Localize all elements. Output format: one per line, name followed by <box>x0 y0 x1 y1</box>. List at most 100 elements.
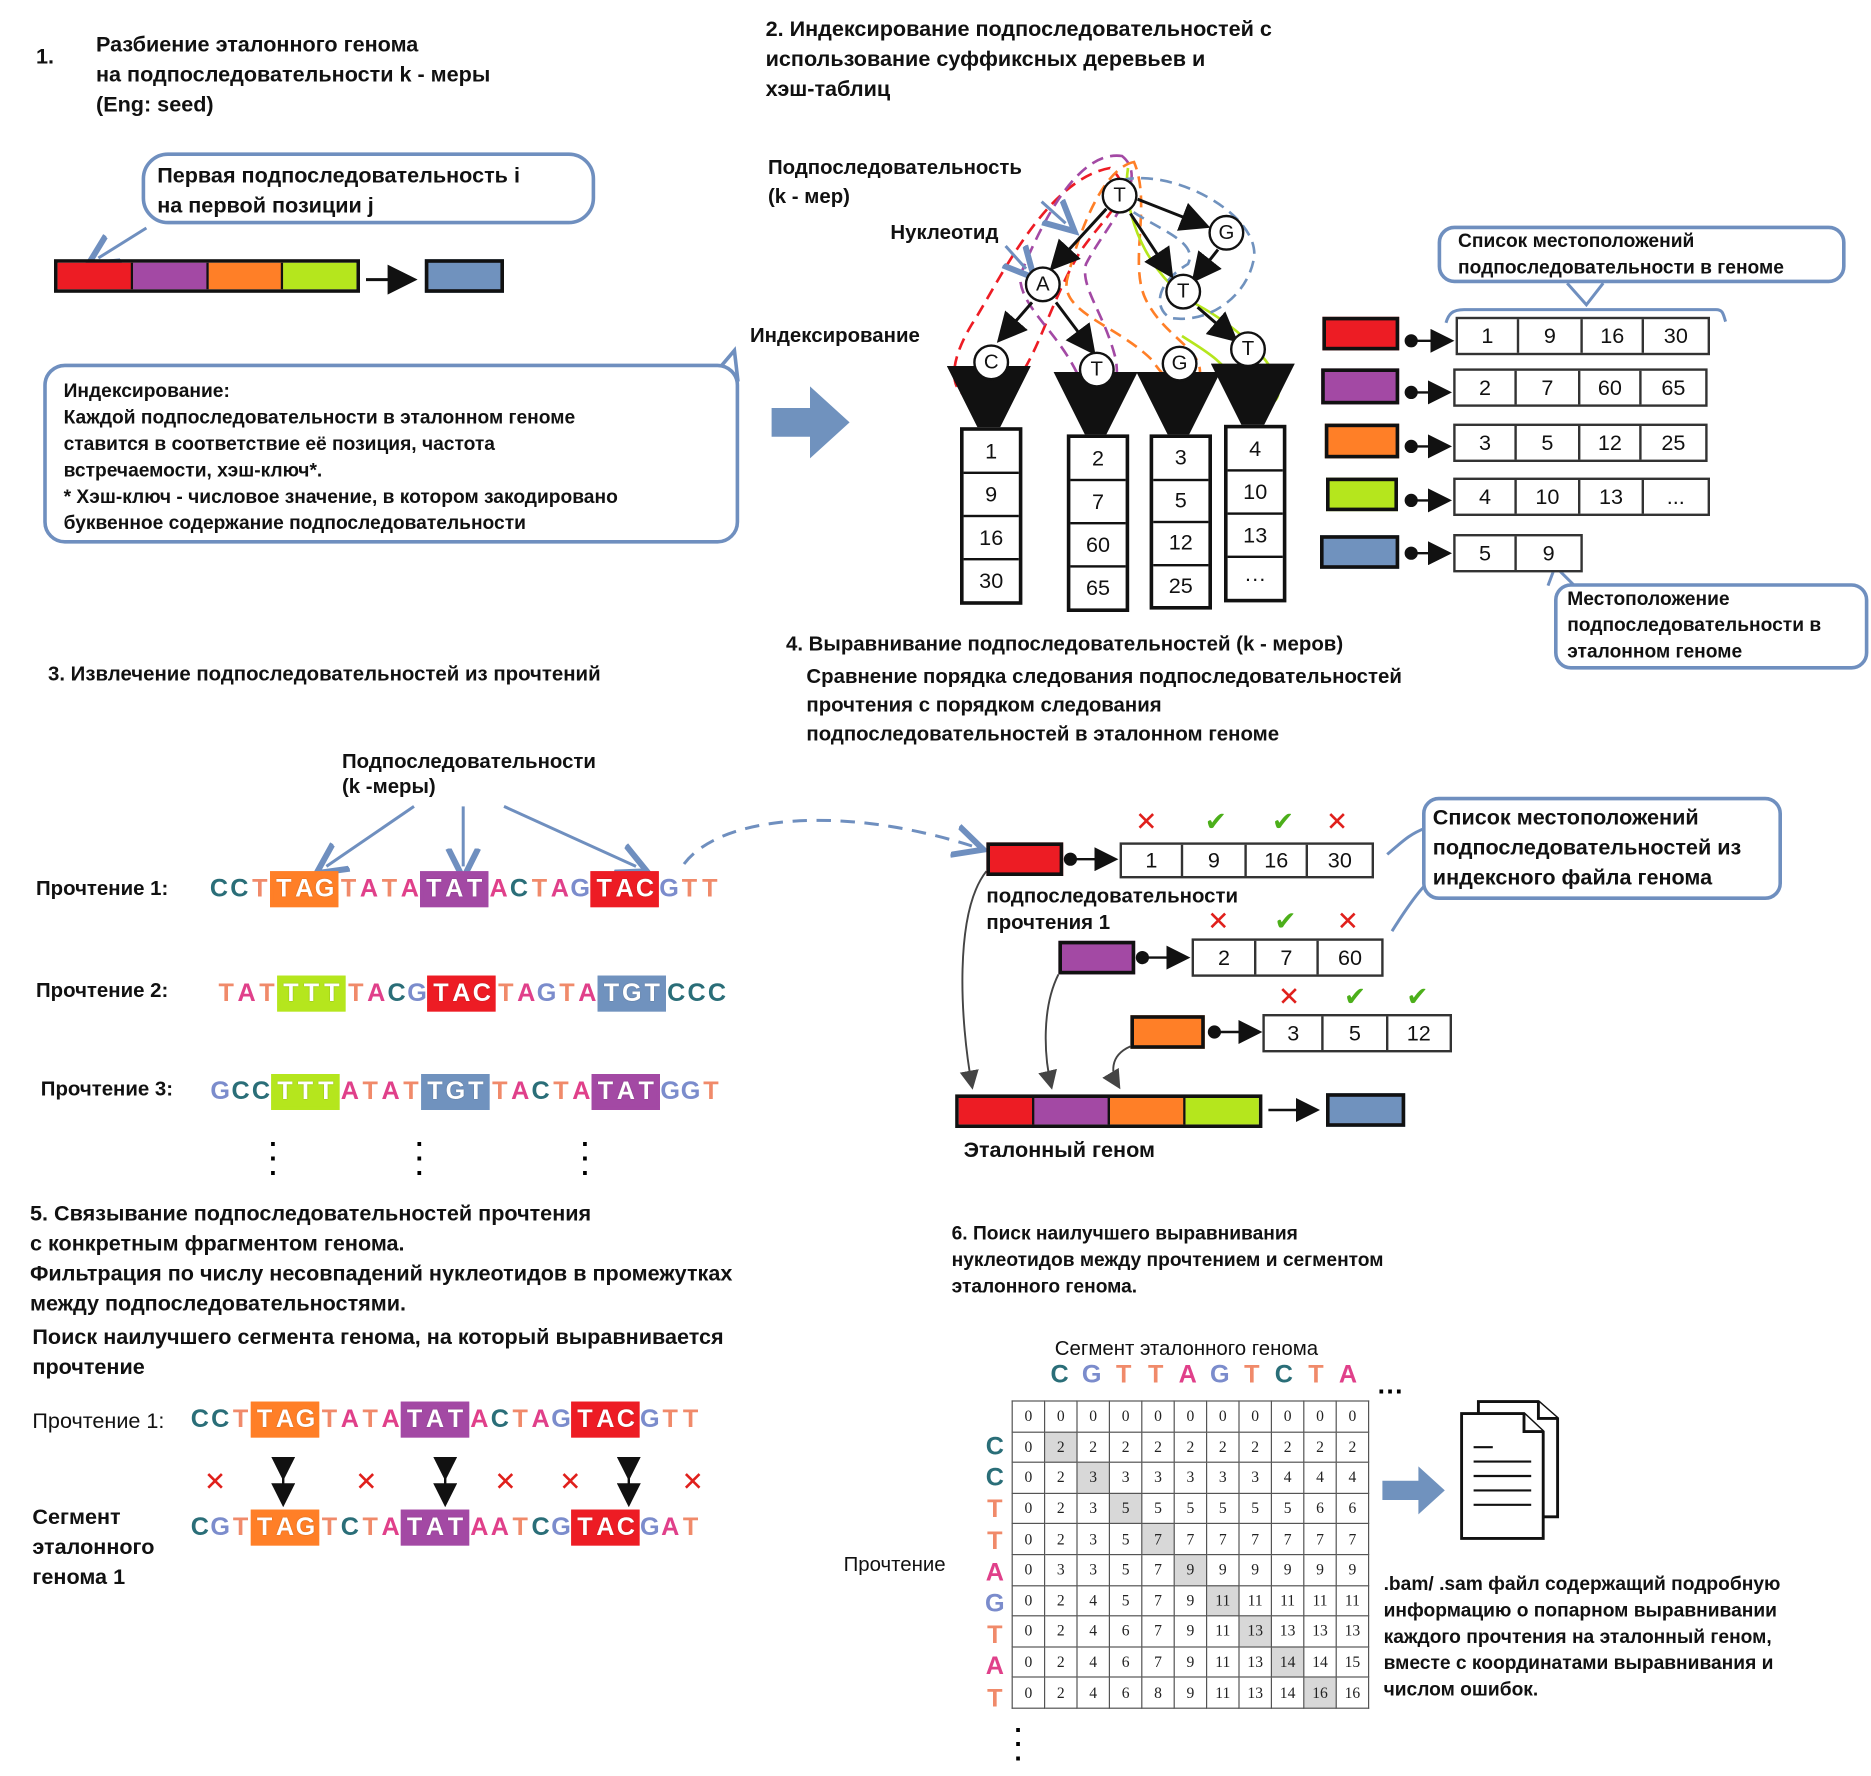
hash-row-green: 4 10 13 ... <box>1453 477 1711 516</box>
ellipsis-vertical: ··· <box>415 1129 425 1188</box>
section1-number: 1. <box>36 44 55 69</box>
matrix-cell: 0 <box>1044 1400 1078 1433</box>
document-icon <box>1460 1400 1560 1540</box>
segment-nucleotide: T <box>1115 1360 1132 1389</box>
nucleotide: A <box>400 874 419 903</box>
nucleotide: A <box>572 1077 591 1106</box>
nucleotide: T <box>232 1513 249 1541</box>
nucleotide: T <box>492 1077 508 1106</box>
nucleotide: C <box>190 1513 209 1541</box>
hash-key-purple <box>1321 368 1400 405</box>
matrix-cell: 0 <box>1206 1400 1240 1433</box>
nucleotide: A <box>381 1077 400 1106</box>
segment-nucleotide: T <box>1244 1360 1260 1389</box>
callout-first-kmer: Первая подпоследовательность i на первой… <box>141 152 596 225</box>
nucleotide: G <box>407 979 427 1007</box>
nucleotide: T <box>512 1513 528 1541</box>
matrix-cell: 3 <box>1108 1461 1143 1494</box>
matrix-cell: 0 <box>1108 1400 1143 1433</box>
read3-label: Прочтение 3: <box>40 1077 174 1101</box>
read-kmer-orange <box>1130 1015 1205 1049</box>
matrix-cell: 9 <box>1303 1553 1337 1586</box>
read-axis-label: Прочтение <box>843 1552 946 1576</box>
section3-title: 3. Извлечение подпоследовательностей из … <box>48 662 601 686</box>
nucleotide: A <box>661 1513 680 1541</box>
nucleotide: C <box>509 874 529 903</box>
nucleotide: A <box>489 874 508 903</box>
matrix-cell: 2 <box>1044 1676 1078 1709</box>
genome-pointers <box>959 870 1131 1090</box>
nucleotide: A <box>578 979 597 1007</box>
nucleotide: G <box>621 979 642 1007</box>
nucleotide: A <box>425 1405 445 1433</box>
nucleotide: T <box>256 1513 273 1541</box>
nucleotide: G <box>639 1513 660 1541</box>
matrix-cell: 11 <box>1206 1615 1240 1648</box>
nucleotide: A <box>470 1405 489 1433</box>
matrix-cell: 5 <box>1108 1553 1143 1586</box>
segment-label: Сегмент эталонного генома <box>1054 1336 1319 1360</box>
read-nucleotide: T <box>987 1495 1003 1524</box>
matrix-cell: 9 <box>1173 1646 1208 1679</box>
matrix-cell: 9 <box>1238 1553 1273 1586</box>
matrix-cell: 7 <box>1238 1523 1273 1556</box>
nucleotide: A <box>490 1513 509 1541</box>
nucleotide: A <box>470 1513 489 1541</box>
mismatch-cross-icon: ✕ <box>559 1466 582 1497</box>
matrix-cell: 6 <box>1108 1676 1143 1709</box>
nucleotide: G <box>570 874 591 903</box>
read1-label: Прочтение 1: <box>36 877 169 901</box>
matrix-cell: 0 <box>1011 1431 1046 1464</box>
matrix-cell: 11 <box>1206 1584 1240 1617</box>
matrix-cell: 0 <box>1011 1584 1046 1617</box>
read-nucleotide: T <box>987 1527 1003 1555</box>
nucleotide: T <box>259 979 275 1007</box>
tree-leaf-list-2: 2 7 60 65 <box>1066 434 1130 612</box>
nucleotide: C <box>231 1077 250 1106</box>
s5-segment-label: Сегмент эталонного генома 1 <box>32 1504 155 1589</box>
hash-key-green <box>1326 477 1398 512</box>
nucleotide: A <box>425 1513 445 1541</box>
nucleotide: T <box>512 1405 528 1433</box>
matrix-cell: 5 <box>1108 1492 1143 1525</box>
matrix-cell: 13 <box>1270 1615 1305 1648</box>
genome-bar-s4 <box>955 1094 1263 1128</box>
nucleotide: A <box>367 979 386 1007</box>
nucleotide: G <box>551 1513 571 1541</box>
ellipsis-vertical: ··· <box>581 1129 590 1188</box>
nucleotide: A <box>237 979 256 1007</box>
genome-segment-orange <box>1110 1098 1186 1125</box>
nucleotide: T <box>381 874 398 903</box>
section1-title: Разбиение эталонного генома на подпослед… <box>96 32 491 117</box>
nucleotide: T <box>531 874 548 903</box>
nucleotide: T <box>406 1405 423 1433</box>
matrix-cell: 2 <box>1044 1615 1078 1648</box>
matrix-cell: 7 <box>1141 1615 1175 1648</box>
matrix-cell: 7 <box>1141 1523 1175 1556</box>
nucleotide: A <box>596 1405 615 1433</box>
matrix-cell: 5 <box>1108 1584 1143 1617</box>
ellipsis-horizontal: ··· <box>1377 1376 1404 1407</box>
matrix-cell: 3 <box>1044 1553 1078 1586</box>
nucleotide: T <box>318 1077 334 1106</box>
section6-title: 6. Поиск наилучшего выравнивания нуклеот… <box>951 1224 1384 1298</box>
nucleotide: T <box>559 979 575 1007</box>
nucleotide: A <box>359 874 379 903</box>
nucleotide: T <box>703 1077 719 1106</box>
matrix-cell: 2 <box>1044 1523 1078 1556</box>
nucleotide: T <box>324 979 340 1007</box>
nucleotide: T <box>426 874 442 903</box>
tree-node-t-mid: T <box>1165 273 1202 310</box>
nucleotide: T <box>303 979 320 1007</box>
matrix-cell: 11 <box>1238 1584 1273 1617</box>
matrix-cell: 3 <box>1076 1553 1111 1586</box>
nucleotide: T <box>362 1077 378 1106</box>
